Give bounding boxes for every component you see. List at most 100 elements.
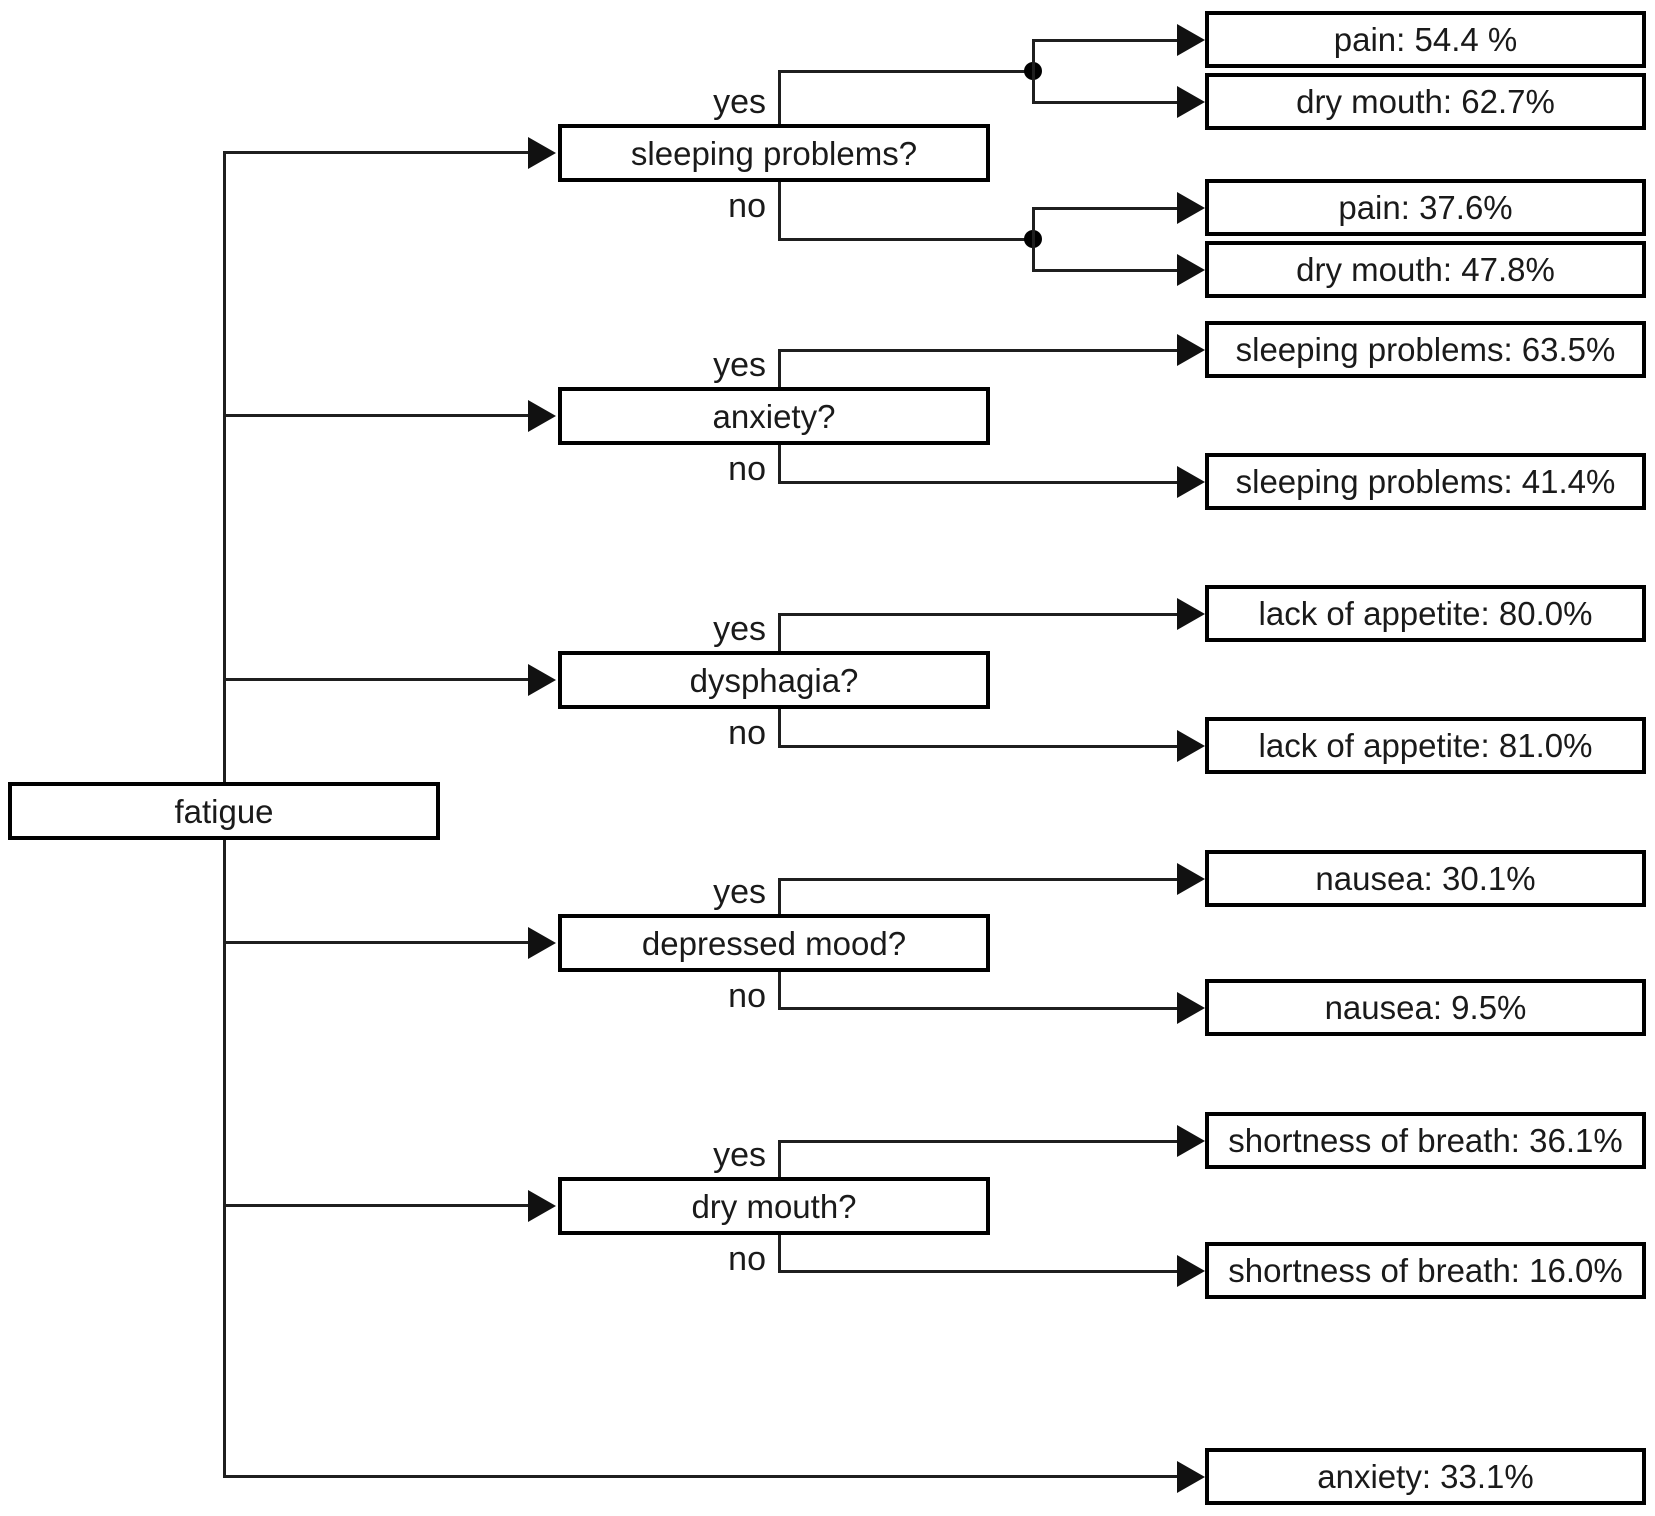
s4-no-label: no bbox=[728, 977, 766, 1015]
leaf-label: lack of appetite: 80.0% bbox=[1258, 595, 1593, 632]
s4-yes-horizontal bbox=[778, 878, 1177, 881]
s1-leaf2-line bbox=[1032, 101, 1177, 104]
leaf-node-shortness-of-breath-no: shortness of breath: 16.0% bbox=[1205, 1242, 1646, 1299]
arrowhead-icon bbox=[1177, 598, 1205, 630]
question-node-dry-mouth: dry mouth? bbox=[558, 1177, 990, 1235]
arrowhead-icon bbox=[1177, 334, 1205, 366]
s1-yes-split-vertical bbox=[1032, 40, 1035, 102]
s1-leaf3-line bbox=[1032, 207, 1177, 210]
leaf-node-sleeping-problems-no: sleeping problems: 41.4% bbox=[1205, 453, 1646, 510]
s2-yes-horizontal bbox=[778, 349, 1177, 352]
s3-no-vertical bbox=[778, 709, 781, 746]
leaf-label: nausea: 30.1% bbox=[1315, 860, 1536, 897]
leaf-label: shortness of breath: 16.0% bbox=[1228, 1252, 1623, 1289]
question-label: dry mouth? bbox=[691, 1187, 857, 1225]
s1-yes-horizontal bbox=[778, 70, 1034, 73]
leaf-label: pain: 37.6% bbox=[1338, 189, 1513, 226]
leaf-node-anxiety-direct: anxiety: 33.1% bbox=[1205, 1448, 1646, 1505]
arrowhead-icon bbox=[1177, 992, 1205, 1024]
question-label: anxiety? bbox=[712, 397, 836, 435]
s1-leaf1-line bbox=[1032, 39, 1177, 42]
s2-no-horizontal bbox=[778, 481, 1177, 484]
arrowhead-icon bbox=[528, 664, 556, 696]
arrowhead-icon bbox=[1177, 863, 1205, 895]
branch-line-q3 bbox=[223, 678, 528, 681]
branch-line-direct-leaf bbox=[223, 1475, 1177, 1478]
question-node-sleeping-problems: sleeping problems? bbox=[558, 124, 990, 182]
s5-yes-vertical bbox=[778, 1141, 781, 1177]
s2-yes-vertical bbox=[778, 350, 781, 387]
s5-no-vertical bbox=[778, 1235, 781, 1271]
s5-no-label: no bbox=[728, 1240, 766, 1278]
spine-line-upper bbox=[223, 152, 226, 782]
branch-line-q1 bbox=[223, 151, 528, 154]
question-label: dysphagia? bbox=[689, 661, 859, 699]
arrowhead-icon bbox=[1177, 1125, 1205, 1157]
s3-no-label: no bbox=[728, 714, 766, 752]
s5-yes-horizontal bbox=[778, 1140, 1177, 1143]
question-node-anxiety: anxiety? bbox=[558, 387, 990, 445]
question-node-depressed-mood: depressed mood? bbox=[558, 914, 990, 972]
s1-no-label: no bbox=[728, 187, 766, 225]
leaf-label: sleeping problems: 41.4% bbox=[1235, 463, 1616, 500]
s1-yes-vertical bbox=[778, 71, 781, 124]
s5-yes-label: yes bbox=[713, 1136, 766, 1174]
leaf-node-sleeping-problems-yes: sleeping problems: 63.5% bbox=[1205, 321, 1646, 378]
leaf-label: nausea: 9.5% bbox=[1324, 989, 1527, 1026]
s2-yes-label: yes bbox=[713, 346, 766, 384]
arrowhead-icon bbox=[1177, 86, 1205, 118]
leaf-node-lack-of-appetite-no: lack of appetite: 81.0% bbox=[1205, 717, 1646, 774]
s5-no-horizontal bbox=[778, 1270, 1177, 1273]
s1-no-split-vertical bbox=[1032, 208, 1035, 270]
arrowhead-icon bbox=[528, 927, 556, 959]
s3-no-horizontal bbox=[778, 745, 1177, 748]
leaf-label: pain: 54.4 % bbox=[1333, 21, 1518, 58]
s1-leaf4-line bbox=[1032, 269, 1177, 272]
arrowhead-icon bbox=[528, 137, 556, 169]
root-node-fatigue: fatigue bbox=[8, 782, 440, 840]
leaf-node-nausea-no: nausea: 9.5% bbox=[1205, 979, 1646, 1036]
arrowhead-icon bbox=[1177, 254, 1205, 286]
s2-no-label: no bbox=[728, 450, 766, 488]
leaf-node-dry-mouth-yes: dry mouth: 62.7% bbox=[1205, 73, 1646, 130]
branch-line-q2 bbox=[223, 414, 528, 417]
question-node-dysphagia: dysphagia? bbox=[558, 651, 990, 709]
s3-yes-label: yes bbox=[713, 610, 766, 648]
leaf-node-lack-of-appetite-yes: lack of appetite: 80.0% bbox=[1205, 585, 1646, 642]
s1-no-horizontal bbox=[778, 238, 1034, 241]
leaf-label: dry mouth: 62.7% bbox=[1296, 83, 1555, 120]
question-label: depressed mood? bbox=[641, 924, 907, 962]
question-label: sleeping problems? bbox=[630, 134, 918, 172]
s4-yes-label: yes bbox=[713, 873, 766, 911]
s4-yes-vertical bbox=[778, 879, 781, 914]
leaf-node-dry-mouth-no: dry mouth: 47.8% bbox=[1205, 241, 1646, 298]
leaf-label: anxiety: 33.1% bbox=[1317, 1458, 1534, 1495]
arrowhead-icon bbox=[1177, 466, 1205, 498]
leaf-node-nausea-yes: nausea: 30.1% bbox=[1205, 850, 1646, 907]
s4-no-vertical bbox=[778, 972, 781, 1008]
arrowhead-icon bbox=[1177, 730, 1205, 762]
leaf-label: sleeping problems: 63.5% bbox=[1235, 331, 1616, 368]
arrowhead-icon bbox=[528, 1190, 556, 1222]
s1-yes-label: yes bbox=[713, 83, 766, 121]
leaf-node-pain-yes: pain: 54.4 % bbox=[1205, 11, 1646, 68]
leaf-label: dry mouth: 47.8% bbox=[1296, 251, 1555, 288]
branch-line-q5 bbox=[223, 1204, 528, 1207]
arrowhead-icon bbox=[1177, 192, 1205, 224]
s4-no-horizontal bbox=[778, 1007, 1177, 1010]
arrowhead-icon bbox=[1177, 1461, 1205, 1493]
leaf-node-shortness-of-breath-yes: shortness of breath: 36.1% bbox=[1205, 1112, 1646, 1169]
arrowhead-icon bbox=[1177, 1255, 1205, 1287]
arrowhead-icon bbox=[1177, 24, 1205, 56]
arrowhead-icon bbox=[528, 400, 556, 432]
s3-yes-horizontal bbox=[778, 613, 1177, 616]
root-node-label: fatigue bbox=[174, 792, 274, 830]
leaf-label: shortness of breath: 36.1% bbox=[1228, 1122, 1623, 1159]
leaf-label: lack of appetite: 81.0% bbox=[1258, 727, 1593, 764]
spine-line-lower bbox=[223, 840, 226, 1477]
branch-line-q4 bbox=[223, 941, 528, 944]
leaf-node-pain-no: pain: 37.6% bbox=[1205, 179, 1646, 236]
s1-no-vertical bbox=[778, 182, 781, 239]
s2-no-vertical bbox=[778, 445, 781, 482]
